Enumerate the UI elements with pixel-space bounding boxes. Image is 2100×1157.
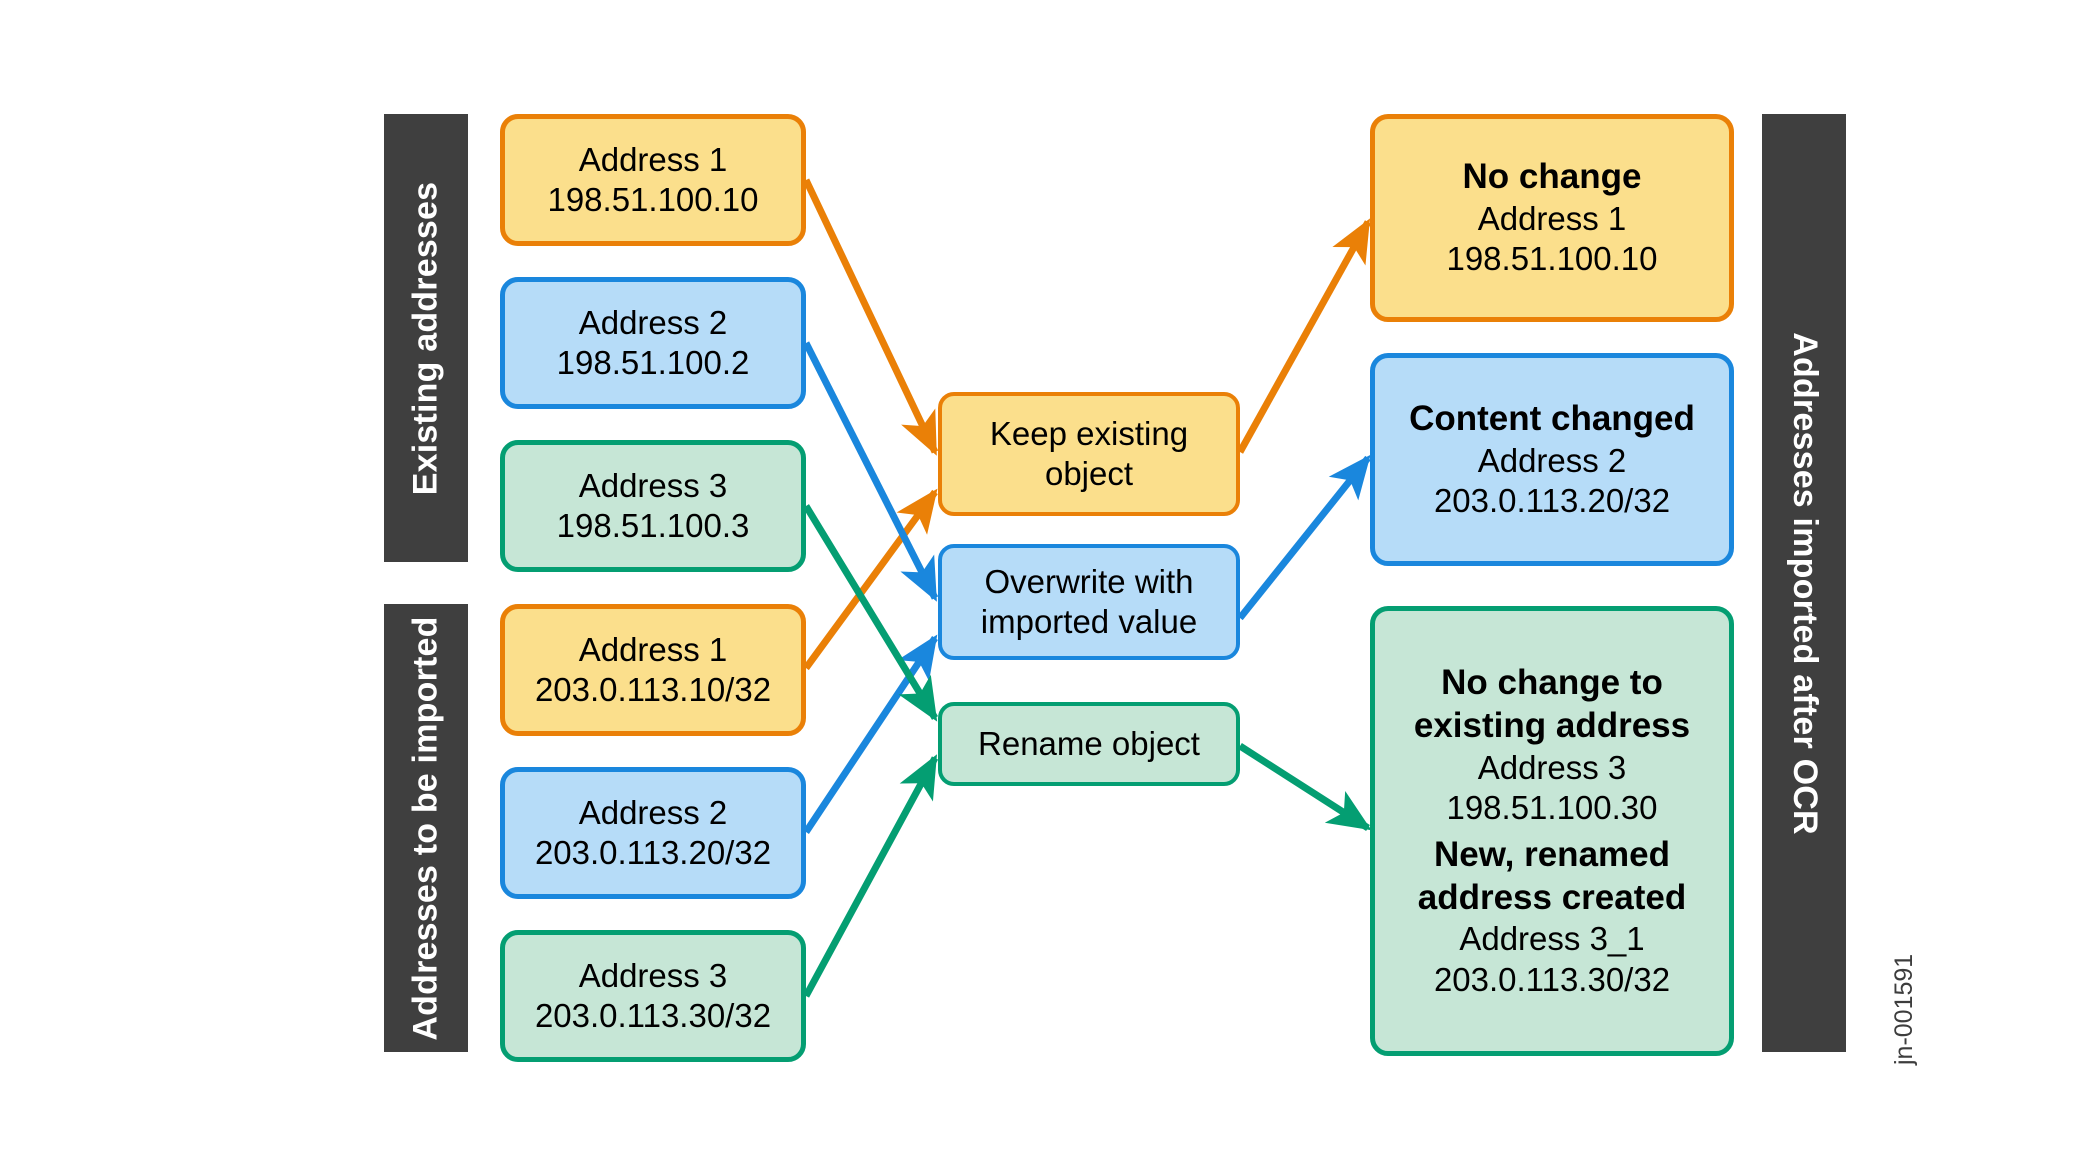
action-keep-existing-object-box[interactable]: Keep existing object bbox=[938, 392, 1240, 516]
existing-address-1-name: Address 1 bbox=[578, 140, 728, 178]
imported-address-2-box[interactable]: Address 2 203.0.113.20/32 bbox=[500, 767, 806, 899]
existing-address-3-name: Address 3 bbox=[578, 466, 728, 504]
imported-address-2-name: Address 2 bbox=[578, 793, 728, 831]
result-3-line-4: 203.0.113.30/32 bbox=[1433, 960, 1671, 998]
result-1-line-2: 198.51.100.10 bbox=[1446, 240, 1658, 278]
arrow-imported1-to-keep bbox=[803, 488, 938, 671]
action-rename-object-box[interactable]: Rename object bbox=[938, 702, 1240, 786]
band-existing-addresses: Existing addresses bbox=[384, 114, 468, 562]
result-no-change-renamed-box[interactable]: No change to existing address Address 3 … bbox=[1370, 606, 1734, 1056]
existing-address-1-value: 198.51.100.10 bbox=[547, 181, 759, 218]
imported-address-1-name: Address 1 bbox=[578, 630, 728, 668]
action-overwrite-line2: imported value bbox=[980, 603, 1198, 640]
figure-id-watermark: jn-001591 bbox=[1890, 954, 1919, 1065]
arrow-existing2-to-overwrite bbox=[802, 341, 939, 602]
result-1-line-1: Address 1 bbox=[1477, 200, 1627, 238]
arrow-existing1-to-keep bbox=[802, 178, 939, 456]
band-addresses-imported-after-ocr: Addresses imported after OCR bbox=[1762, 114, 1846, 1052]
action-rename-line1: Rename object bbox=[978, 724, 1200, 762]
result-3-line-1: Address 3 bbox=[1477, 748, 1627, 786]
result-no-change-box[interactable]: No change Address 1 198.51.100.10 bbox=[1370, 114, 1734, 322]
band-existing-label: Existing addresses bbox=[406, 181, 445, 495]
result-2-title: Content changed bbox=[1409, 398, 1695, 438]
result-2-line-1: Address 2 bbox=[1477, 441, 1627, 479]
imported-address-3-box[interactable]: Address 3 203.0.113.30/32 bbox=[500, 930, 806, 1062]
imported-address-3-value: 203.0.113.30/32 bbox=[534, 997, 772, 1034]
existing-address-3-value: 198.51.100.3 bbox=[556, 507, 750, 544]
band-result-label: Addresses imported after OCR bbox=[1785, 331, 1824, 835]
arrow-imported2-to-overwrite bbox=[803, 634, 938, 834]
result-3-title: No change to existing address bbox=[1413, 663, 1691, 745]
existing-address-3-box[interactable]: Address 3 198.51.100.3 bbox=[500, 440, 806, 572]
existing-address-2-box[interactable]: Address 2 198.51.100.2 bbox=[500, 277, 806, 409]
figure-id-text: jn-001591 bbox=[1890, 953, 1918, 1065]
action-keep-line2: object bbox=[1044, 455, 1134, 492]
arrow-rename-to-result3 bbox=[1238, 743, 1372, 831]
band-addresses-to-be-imported: Addresses to be imported bbox=[384, 604, 468, 1052]
existing-address-2-value: 198.51.100.2 bbox=[556, 344, 750, 381]
result-3-line-2: 198.51.100.30 bbox=[1446, 788, 1658, 826]
existing-address-1-box[interactable]: Address 1 198.51.100.10 bbox=[500, 114, 806, 246]
action-overwrite-with-imported-value-box[interactable]: Overwrite with imported value bbox=[938, 544, 1240, 660]
arrow-overwrite-to-result2 bbox=[1237, 454, 1371, 621]
existing-address-2-name: Address 2 bbox=[578, 303, 728, 341]
action-overwrite-line1: Overwrite with bbox=[984, 562, 1194, 600]
arrow-imported3-to-rename bbox=[802, 754, 939, 998]
result-3-line-3: Address 3_1 bbox=[1459, 920, 1645, 958]
imported-address-3-name: Address 3 bbox=[578, 956, 728, 994]
arrow-keep-to-result1 bbox=[1236, 218, 1372, 454]
action-keep-line1: Keep existing bbox=[989, 414, 1189, 452]
result-2-line-2: 203.0.113.20/32 bbox=[1433, 481, 1671, 519]
band-to-import-label: Addresses to be imported bbox=[406, 615, 445, 1041]
imported-address-1-value: 203.0.113.10/32 bbox=[534, 671, 772, 708]
imported-address-1-box[interactable]: Address 1 203.0.113.10/32 bbox=[500, 604, 806, 736]
imported-address-2-value: 203.0.113.20/32 bbox=[534, 834, 772, 871]
result-content-changed-box[interactable]: Content changed Address 2 203.0.113.20/3… bbox=[1370, 353, 1734, 566]
result-3-title-2: New, renamed address created bbox=[1417, 835, 1687, 917]
arrow-existing3-to-rename bbox=[803, 504, 938, 722]
result-1-title: No change bbox=[1462, 157, 1642, 197]
